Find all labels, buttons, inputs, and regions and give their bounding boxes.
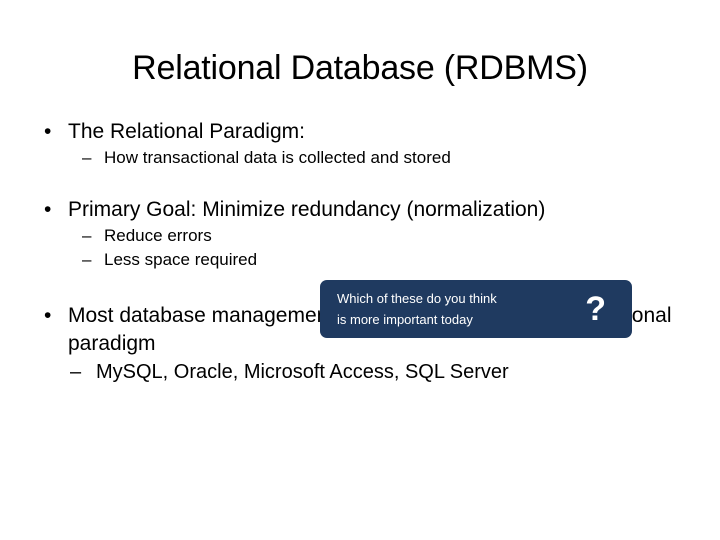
callout-line-2: is more important today xyxy=(337,312,473,327)
bullet-text: The Relational Paradigm: xyxy=(68,120,305,143)
bullet-dot-icon: • xyxy=(44,304,52,327)
bullet-dot-icon: • xyxy=(44,120,52,143)
bullet-text: How transactional data is collected and … xyxy=(104,148,451,167)
dash-icon: – xyxy=(82,148,92,167)
bullet-text: Less space required xyxy=(104,250,258,269)
dash-icon: – xyxy=(70,361,82,383)
bullet-block-2: • Primary Goal: Minimize redundancy (nor… xyxy=(0,196,720,272)
dash-icon: – xyxy=(82,250,92,269)
page-title: Relational Database (RDBMS) xyxy=(132,49,588,87)
bullet-item-level1: • Primary Goal: Minimize redundancy (nor… xyxy=(0,196,720,224)
bullet-item-level2: – MySQL, Oracle, Microsoft Access, SQL S… xyxy=(0,358,720,386)
bullet-item-level2: – Less space required xyxy=(0,248,720,272)
bullet-item-level2: – How transactional data is collected an… xyxy=(0,146,720,170)
question-callout-box: Which of these do you think is more impo… xyxy=(320,280,632,338)
bullet-text: Primary Goal: Minimize redundancy (norma… xyxy=(68,198,546,221)
callout-question-text: Which of these do you think is more impo… xyxy=(337,288,577,330)
dash-icon: – xyxy=(82,226,92,245)
bullet-item-level1: • The Relational Paradigm: xyxy=(0,118,720,146)
callout-line-1: Which of these do you think xyxy=(337,291,497,306)
spacer xyxy=(0,170,720,196)
bullet-block-1: • The Relational Paradigm: – How transac… xyxy=(0,118,720,170)
question-mark-icon: ? xyxy=(585,290,606,328)
slide-body: • The Relational Paradigm: – How transac… xyxy=(0,118,720,386)
bullet-dot-icon: • xyxy=(44,198,52,221)
bullet-text: MySQL, Oracle, Microsoft Access, SQL Ser… xyxy=(96,361,509,383)
bullet-item-level2: – Reduce errors xyxy=(0,224,720,248)
bullet-text: Reduce errors xyxy=(104,226,212,245)
